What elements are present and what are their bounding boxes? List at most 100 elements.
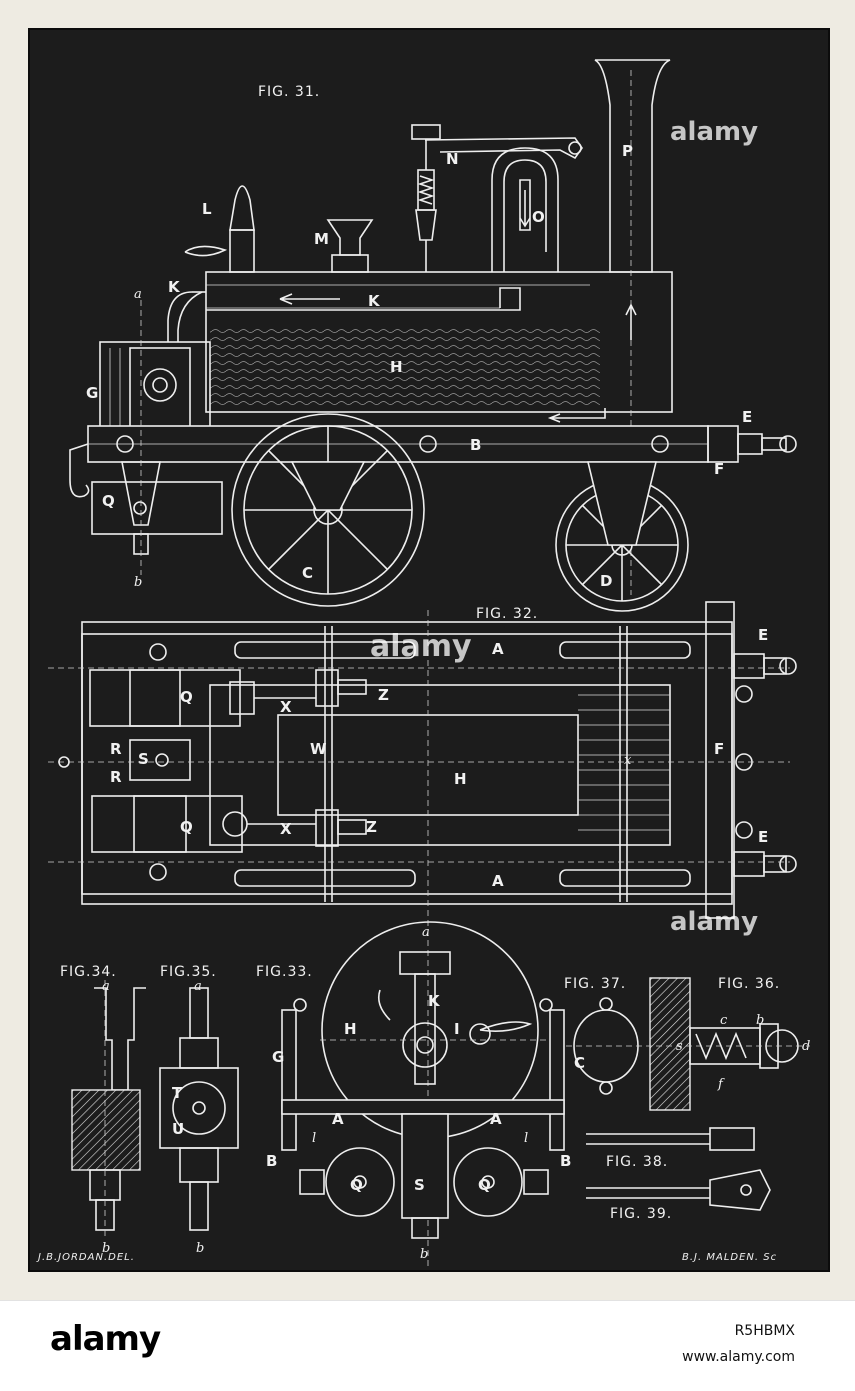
part-label: A <box>490 1110 502 1128</box>
part-label: O <box>532 208 545 226</box>
part-label: E <box>742 408 752 426</box>
part-label: Z <box>366 818 377 836</box>
governor-head <box>411 124 441 140</box>
pump-q-left <box>325 1147 395 1217</box>
part-label: b <box>420 1247 428 1262</box>
part-label: X <box>280 698 292 716</box>
part-label: x <box>624 753 632 768</box>
part-label: H <box>390 358 403 376</box>
steam-arrow <box>279 293 340 305</box>
part-label: A <box>492 640 504 658</box>
fig33-title: FIG.33. <box>256 964 313 980</box>
pump-q-right <box>453 1147 523 1217</box>
part-label: a <box>134 287 142 302</box>
wheel-d <box>555 461 689 612</box>
valve-stack <box>401 1113 449 1219</box>
fig31-title: FIG. 31. <box>258 84 320 100</box>
part-label: S <box>414 1176 425 1194</box>
end-frame <box>281 1099 565 1115</box>
stock-image-id: R5HBMX <box>734 1323 795 1339</box>
fig34-section <box>71 980 146 1240</box>
fig35-title: FIG.35. <box>160 964 217 980</box>
fig32-plan-view <box>48 601 797 1270</box>
watermark: alamy <box>670 907 758 937</box>
part-label: K <box>168 278 181 296</box>
stock-footer: alamy R5HBMX www.alamy.com <box>0 1300 855 1391</box>
buffer-beam <box>705 601 735 919</box>
boiler-plan <box>209 684 671 846</box>
stock-site-url: www.alamy.com <box>682 1349 795 1365</box>
part-label: M <box>314 230 329 248</box>
print-page: FIG. 31. FIG. 32. FIG.33. FIG.34. FIG.35… <box>0 0 855 1300</box>
fig38-title: FIG. 38. <box>606 1154 668 1170</box>
steam-dome <box>491 147 559 272</box>
fig33-end-elevation <box>281 921 565 1239</box>
part-label: C <box>574 1054 585 1072</box>
part-label: b <box>134 575 142 590</box>
part-label: F <box>714 740 724 758</box>
part-label: R <box>110 740 122 758</box>
part-label: D <box>600 572 612 590</box>
part-label: a <box>422 925 430 940</box>
part-label: P <box>622 142 633 160</box>
tow-hook <box>69 443 90 498</box>
part-label: L <box>202 200 212 218</box>
part-label: l <box>312 1131 316 1146</box>
part-label: G <box>272 1048 284 1066</box>
part-label: G <box>86 384 98 402</box>
part-label: f <box>717 1077 725 1092</box>
cylinder-housing <box>99 341 211 433</box>
part-label: K <box>368 292 381 310</box>
part-label: E <box>758 828 768 846</box>
part-label: X <box>280 820 292 838</box>
part-label: Z <box>378 686 389 704</box>
engraver-credit-right: B.J. MALDEN. Sc <box>682 1252 777 1263</box>
part-label: Q <box>478 1176 491 1194</box>
fig31-side-elevation <box>69 59 797 612</box>
cylinder-q-top <box>89 669 241 727</box>
part-label: K <box>428 992 441 1010</box>
part-label: B <box>560 1152 571 1170</box>
part-label: s <box>676 1039 683 1054</box>
fig38-39-details <box>586 1127 771 1211</box>
part-label: Q <box>180 818 193 836</box>
filler-funnel <box>326 219 374 256</box>
fig32-title: FIG. 32. <box>476 606 538 622</box>
watermark: alamy <box>370 629 472 664</box>
part-label: Q <box>350 1176 363 1194</box>
part-label: c <box>720 1013 728 1028</box>
part-label: Q <box>102 492 115 510</box>
cylinder-q-bottom <box>91 795 243 853</box>
part-label: H <box>454 770 467 788</box>
boiler-water <box>210 325 600 408</box>
part-label: b <box>196 1241 204 1256</box>
part-label: b <box>102 1241 110 1256</box>
part-label: S <box>138 750 149 768</box>
stock-brand-logo: alamy <box>50 1319 161 1359</box>
part-label: I <box>454 1020 460 1038</box>
part-label: C <box>302 564 313 582</box>
fig34-title: FIG.34. <box>60 964 117 980</box>
fig35-elevation <box>159 987 239 1231</box>
fig36-37-details <box>566 977 810 1111</box>
part-label: l <box>524 1131 528 1146</box>
fig37-title: FIG. 37. <box>564 976 626 992</box>
buffer-box <box>707 425 739 463</box>
part-label: a <box>194 979 202 994</box>
technical-drawing: FIG. 31. FIG. 32. FIG.33. FIG.34. FIG.35… <box>36 59 810 1270</box>
part-label: Q <box>180 688 193 706</box>
part-label: B <box>266 1152 277 1170</box>
fig39-title: FIG. 39. <box>610 1206 672 1222</box>
part-label: N <box>446 150 459 168</box>
part-label: W <box>310 740 327 758</box>
part-label: H <box>344 1020 357 1038</box>
chimney <box>594 59 671 273</box>
part-label: b <box>756 1013 764 1028</box>
part-label: A <box>332 1110 344 1128</box>
safety-valve <box>229 185 255 231</box>
part-label: E <box>758 626 768 644</box>
wheel-c <box>231 413 425 607</box>
part-label: T <box>172 1084 183 1102</box>
part-label: A <box>492 872 504 890</box>
part-label: a <box>102 979 110 994</box>
